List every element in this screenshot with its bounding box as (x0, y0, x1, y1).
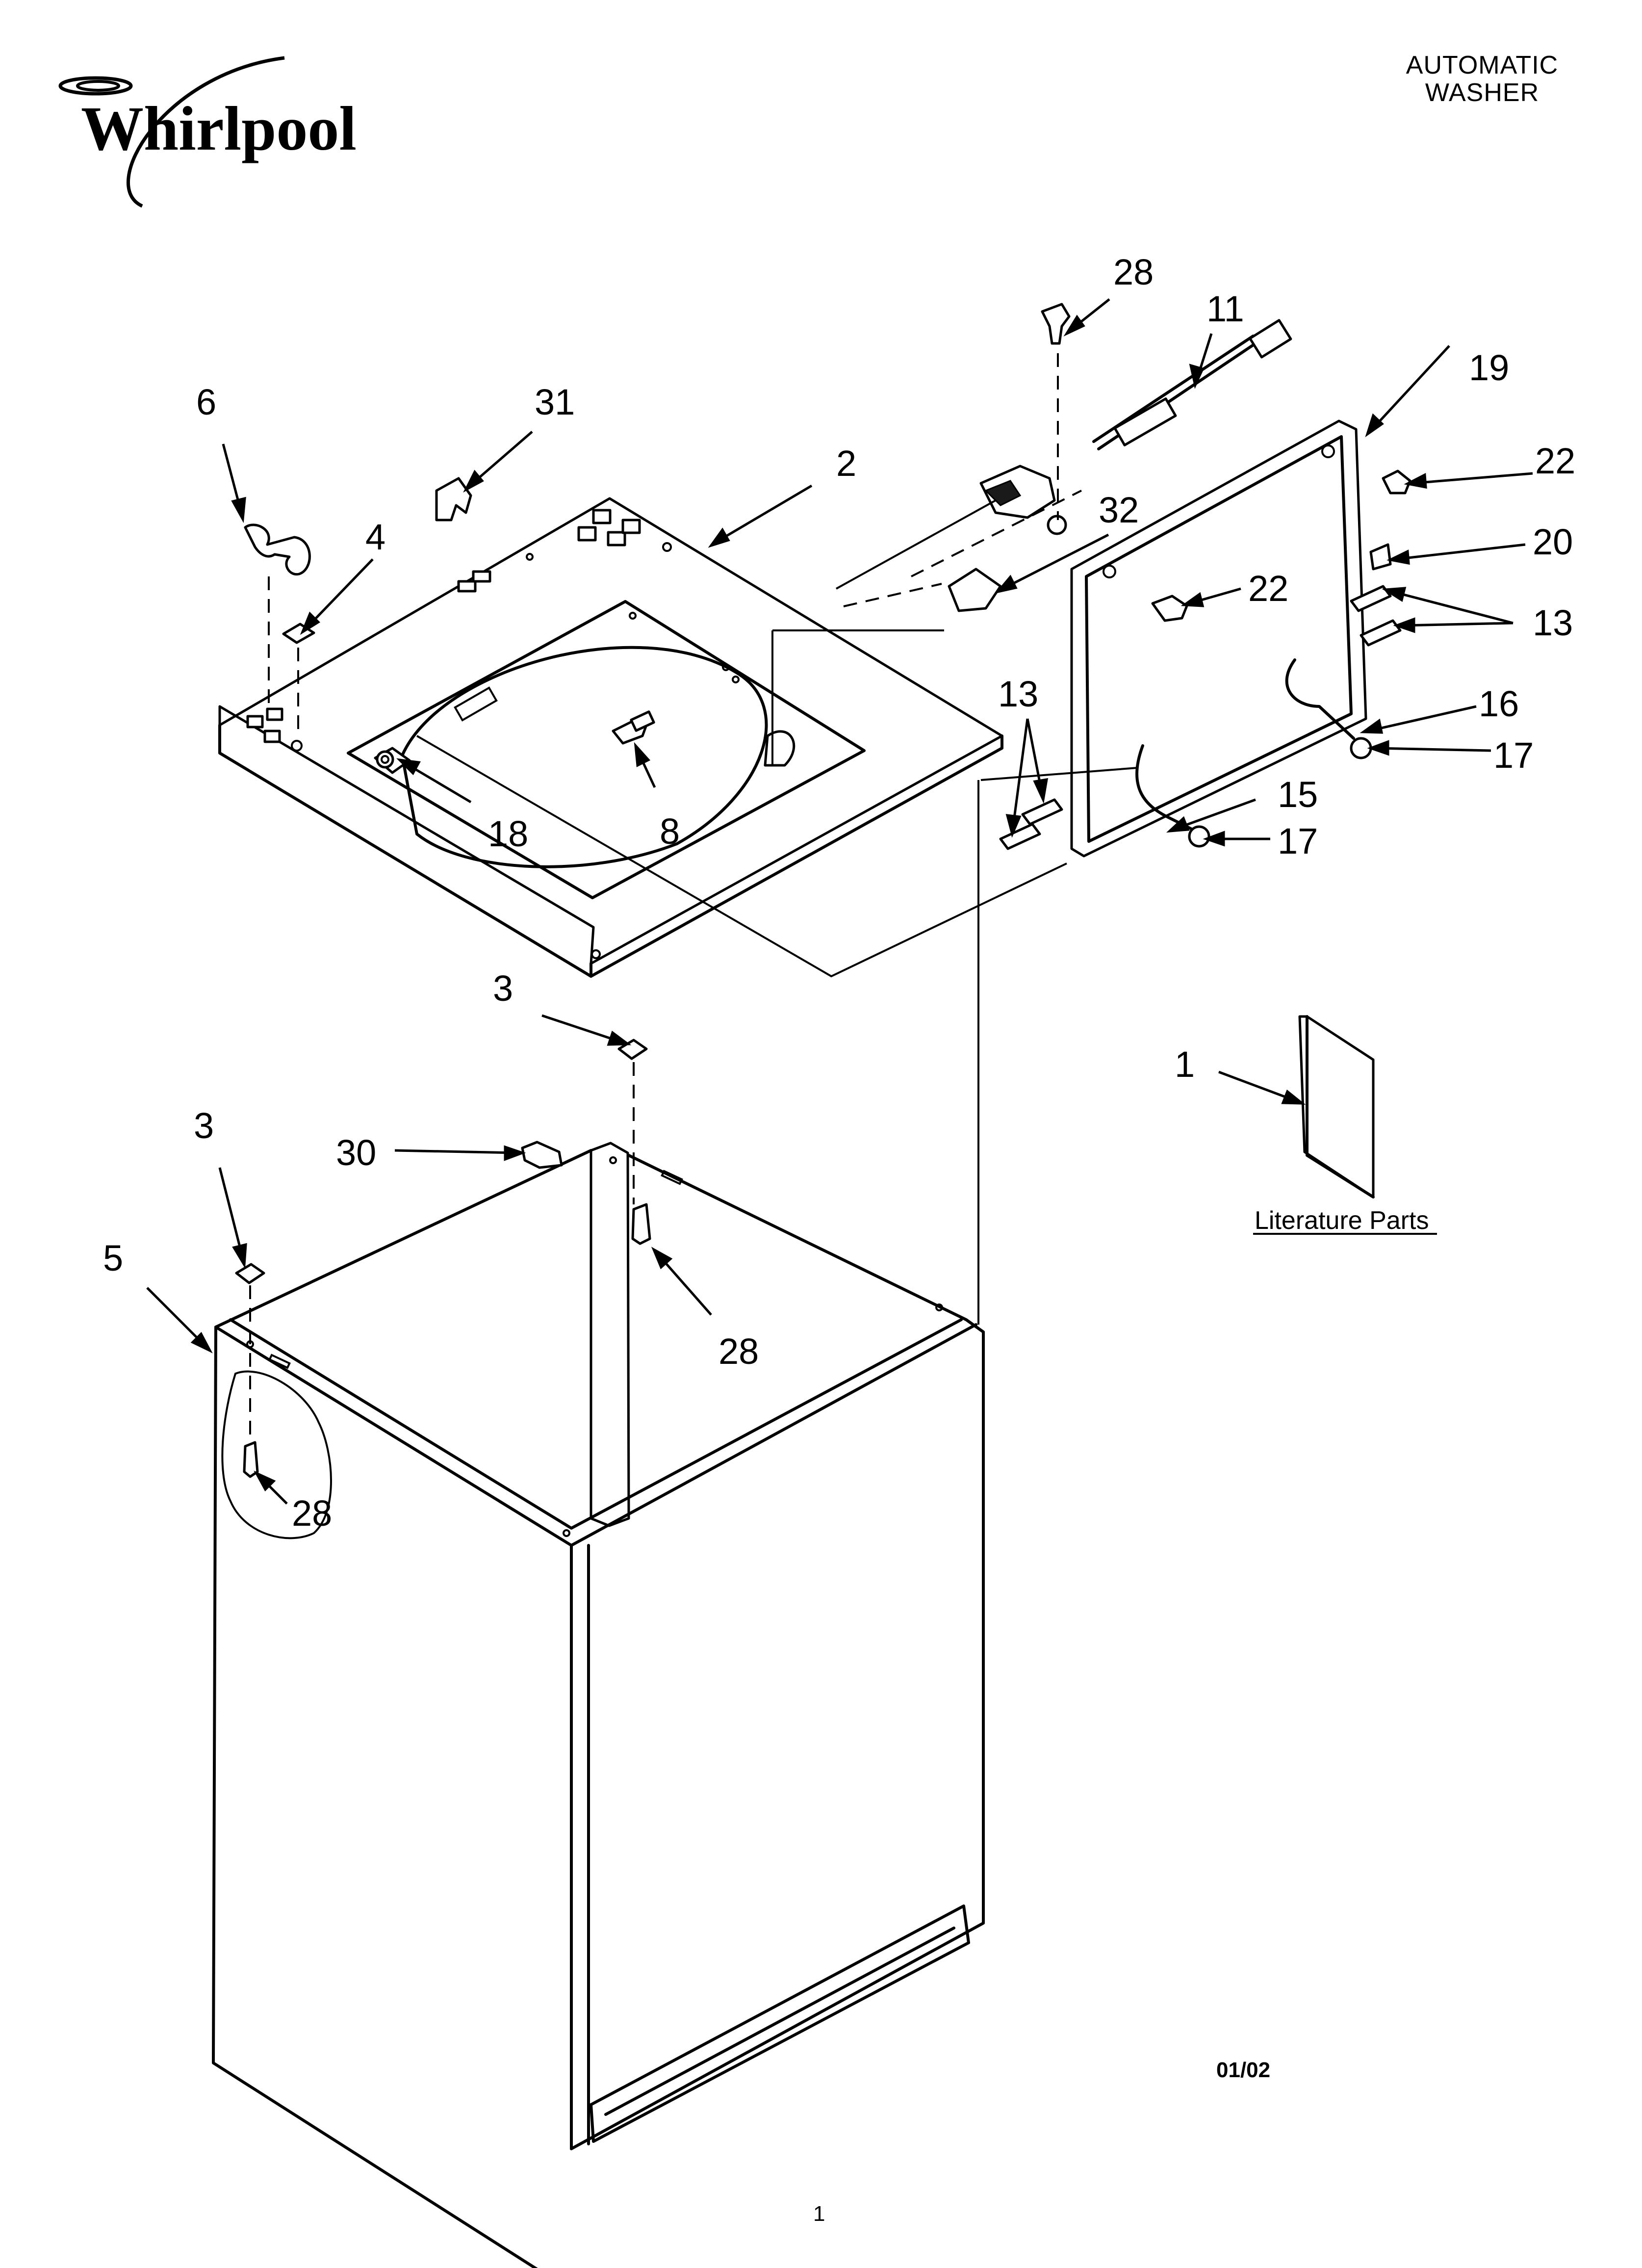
harness-16 (1285, 658, 1355, 740)
screw-13-left-b (999, 823, 1041, 850)
callout-4: 4 (365, 517, 385, 557)
callout-22-right: 22 (1535, 441, 1575, 481)
callout-16: 16 (1479, 683, 1519, 724)
product-title-line2: WASHER (1425, 78, 1539, 107)
callout-8: 8 (660, 811, 680, 852)
clip-6 (244, 523, 311, 576)
callout-31: 31 (535, 382, 575, 422)
callout-13-left: 13 (998, 674, 1038, 714)
product-title: AUTOMATIC WASHER (1384, 52, 1580, 106)
callout-30: 30 (336, 1132, 376, 1173)
callout-11: 11 (1206, 288, 1244, 329)
screw-28-post (631, 1203, 651, 1245)
callout-15: 15 (1278, 774, 1318, 815)
part-20 (1369, 543, 1392, 571)
callout-labels: 28 11 19 6 31 2 22 4 32 20 22 13 13 16 1… (103, 252, 1575, 1534)
top-panel-2 (218, 497, 1003, 978)
screw-28-cutaway (243, 1441, 259, 1478)
date-code: 01/02 (1216, 2058, 1271, 2082)
callout-1: 1 (1175, 1044, 1195, 1085)
literature-parts-label: Literature Parts (1255, 1206, 1429, 1235)
whirlpool-logo: Whirlpool (58, 56, 357, 208)
clip-3-left (235, 1263, 265, 1284)
callout-28-cutaway: 28 (292, 1493, 332, 1534)
page-number: 1 (813, 2202, 825, 2226)
screw-8 (612, 710, 655, 745)
callout-17-lower: 17 (1278, 821, 1318, 861)
screw-30 (521, 1141, 563, 1169)
product-title-line1: AUTOMATIC (1406, 51, 1559, 79)
screw-13-right-b (1360, 619, 1402, 647)
callout-19: 19 (1469, 347, 1509, 388)
clip-3-upper (617, 1039, 648, 1060)
connector-17-lower (1188, 825, 1210, 848)
screw-13-left-a (1021, 798, 1063, 826)
callout-5: 5 (103, 1238, 123, 1278)
callout-28-post: 28 (718, 1331, 759, 1372)
callout-20: 20 (1533, 521, 1573, 562)
callout-18: 18 (488, 813, 528, 854)
part-32 (948, 568, 1002, 612)
wire-harness-11 (979, 319, 1292, 535)
knob-22-inner (1151, 595, 1188, 622)
callout-2: 2 (836, 443, 856, 484)
callout-leaders (146, 298, 1533, 1505)
cabinet-5 (212, 1142, 985, 2268)
screw-28-top (1041, 303, 1071, 345)
control-panel-frame-19 (1070, 419, 1367, 858)
brand-logo-text: Whirlpool (81, 94, 357, 163)
literature-booklet-1 (1298, 1015, 1375, 1199)
knob-22-right (1382, 469, 1411, 495)
harness-15 (1135, 744, 1193, 831)
callout-17-upper: 17 (1493, 735, 1534, 776)
callout-6: 6 (196, 382, 216, 422)
callout-13-right: 13 (1533, 602, 1573, 643)
callout-28-top: 28 (1113, 252, 1154, 292)
callout-3-upper: 3 (493, 968, 513, 1009)
cabinet-cutaway (221, 1370, 332, 1539)
assembly-guide-lines (249, 353, 1138, 1440)
screw-13-right-a (1350, 585, 1392, 612)
callout-22-inner: 22 (1248, 568, 1288, 609)
callout-3-left: 3 (194, 1105, 214, 1146)
part-31 (435, 477, 472, 521)
callout-32: 32 (1099, 490, 1139, 530)
